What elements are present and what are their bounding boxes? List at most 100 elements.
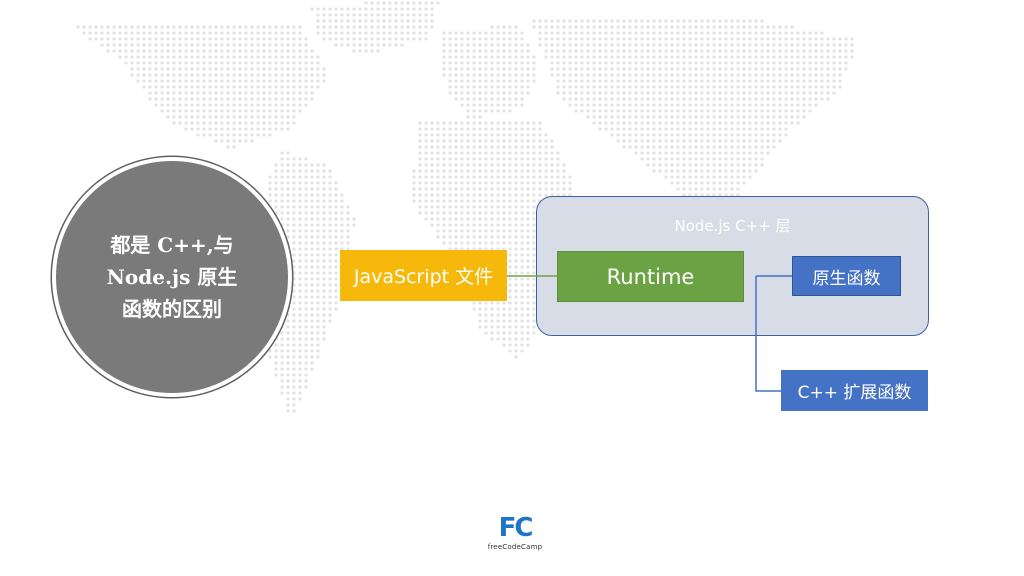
map-dot — [502, 43, 506, 47]
map-dot — [406, 31, 410, 35]
map-dot — [802, 91, 806, 95]
map-dot — [382, 25, 386, 29]
map-dot — [580, 85, 584, 89]
map-dot — [160, 37, 164, 41]
map-dot — [238, 67, 242, 71]
map-dot — [166, 115, 170, 119]
map-dot — [196, 55, 200, 59]
map-dot — [820, 73, 824, 77]
map-dot — [598, 103, 602, 107]
map-dot — [580, 19, 584, 23]
map-dot — [286, 121, 290, 125]
map-dot — [238, 133, 242, 137]
map-dot — [406, 1, 410, 5]
map-dot — [514, 103, 518, 107]
map-dot — [724, 127, 728, 131]
map-dot — [646, 55, 650, 59]
map-dot — [136, 55, 140, 59]
map-dot — [154, 79, 158, 83]
map-dot — [280, 67, 284, 71]
map-dot — [670, 133, 674, 137]
map-dot — [736, 121, 740, 125]
map-dot — [466, 85, 470, 89]
map-dot — [304, 97, 308, 101]
map-dot — [778, 85, 782, 89]
map-dot — [250, 31, 254, 35]
map-dot — [232, 37, 236, 41]
map-dot — [166, 73, 170, 77]
map-dot — [730, 91, 734, 95]
map-dot — [760, 19, 764, 23]
map-dot — [256, 85, 260, 89]
map-dot — [514, 61, 518, 65]
map-dot — [592, 67, 596, 71]
map-dot — [664, 115, 668, 119]
map-dot — [496, 127, 500, 131]
map-dot — [694, 91, 698, 95]
map-dot — [268, 55, 272, 59]
map-dot — [658, 109, 662, 113]
map-dot — [586, 43, 590, 47]
map-dot — [778, 49, 782, 53]
map-dot — [802, 67, 806, 71]
map-dot — [502, 37, 506, 41]
map-dot — [274, 67, 278, 71]
map-dot — [790, 115, 794, 119]
map-dot — [832, 37, 836, 41]
map-dot — [742, 91, 746, 95]
map-dot — [604, 91, 608, 95]
map-dot — [316, 25, 320, 29]
map-dot — [736, 67, 740, 71]
map-dot — [394, 31, 398, 35]
map-dot — [742, 67, 746, 71]
map-dot — [388, 37, 392, 41]
map-dot — [316, 61, 320, 65]
map-dot — [172, 103, 176, 107]
map-dot — [244, 97, 248, 101]
map-dot — [448, 37, 452, 41]
map-dot — [172, 97, 176, 101]
map-dot — [592, 115, 596, 119]
map-dot — [700, 133, 704, 137]
map-dot — [706, 133, 710, 137]
map-dot — [244, 61, 248, 65]
map-dot — [238, 73, 242, 77]
map-dot — [286, 55, 290, 59]
map-dot — [814, 67, 818, 71]
map-dot — [250, 127, 254, 131]
map-dot — [388, 43, 392, 47]
map-dot — [484, 121, 488, 125]
map-dot — [712, 103, 716, 107]
map-dot — [580, 37, 584, 41]
map-dot — [766, 55, 770, 59]
map-dot — [712, 115, 716, 119]
map-dot — [622, 73, 626, 77]
map-dot — [484, 43, 488, 47]
map-dot — [478, 37, 482, 41]
map-dot — [730, 103, 734, 107]
map-dot — [736, 73, 740, 77]
map-dot — [478, 91, 482, 95]
map-dot — [724, 43, 728, 47]
map-dot — [730, 43, 734, 47]
map-dot — [502, 67, 506, 71]
map-dot — [232, 127, 236, 131]
map-dot — [394, 13, 398, 17]
map-dot — [682, 133, 686, 137]
map-dot — [448, 55, 452, 59]
map-dot — [76, 25, 80, 29]
map-dot — [688, 37, 692, 41]
map-dot — [172, 109, 176, 113]
map-dot — [580, 73, 584, 77]
map-dot — [472, 121, 476, 125]
map-dot — [676, 115, 680, 119]
map-dot — [790, 37, 794, 41]
map-dot — [502, 25, 506, 29]
map-dot — [658, 85, 662, 89]
map-dot — [262, 91, 266, 95]
map-dot — [676, 25, 680, 29]
map-dot — [712, 43, 716, 47]
map-dot — [160, 91, 164, 95]
map-dot — [652, 115, 656, 119]
map-dot — [700, 25, 704, 29]
